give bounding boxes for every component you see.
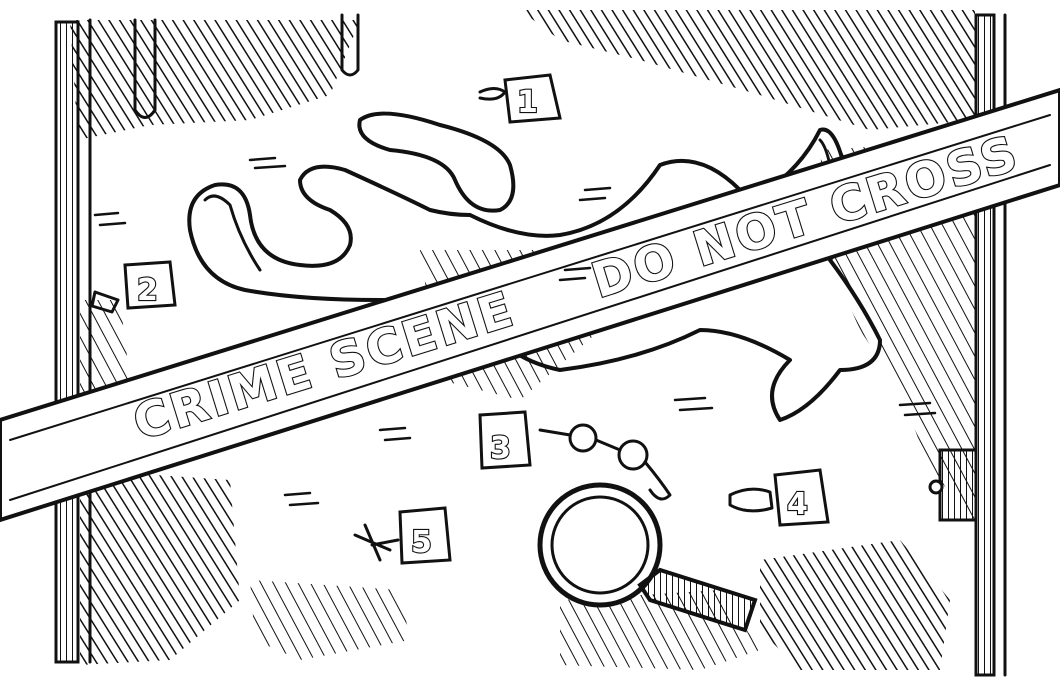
evidence-marker-5-label: 5 — [411, 525, 432, 560]
evidence-marker-1-label: 1 — [517, 85, 538, 120]
magnifying-glass-icon — [537, 482, 758, 633]
evidence-marker-1: 1 — [478, 73, 562, 124]
evidence-marker-5: 5 — [353, 506, 452, 565]
evidence-marker-3: 3 — [478, 410, 672, 501]
floor-dash-marks — [93, 156, 937, 507]
evidence-marker-3-label: 3 — [490, 431, 511, 466]
pocket-watch-icon — [538, 423, 672, 501]
evidence-marker-4-label: 4 — [787, 487, 808, 522]
evidence-marker-2-label: 2 — [137, 273, 158, 308]
evidence-marker-4: 4 — [728, 468, 830, 527]
evidence-marker-2: 2 — [90, 260, 177, 314]
